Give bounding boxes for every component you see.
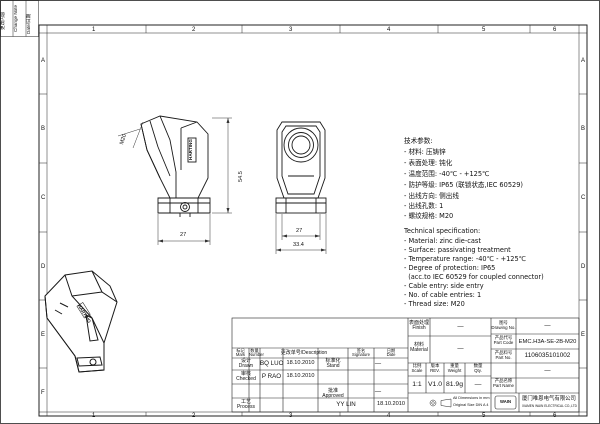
checked-date: 18.10.2010 <box>286 373 315 379</box>
zone-row-c: C <box>41 195 46 201</box>
spec-en-line: (acc.to IEC 60529 for coupled connector) <box>404 273 544 281</box>
zone-row-c-right: C <box>581 195 586 201</box>
label-stand: 标准化 Stand <box>325 358 341 370</box>
zone-col-1-bottom: 1 <box>92 413 96 419</box>
checked-by: P RAO <box>261 373 282 380</box>
zone-col-3: 3 <box>289 27 293 33</box>
side-view <box>140 115 211 217</box>
spec-en-line: - No. of cable entries: 1 <box>404 291 482 299</box>
zone-row-d-right: D <box>581 264 586 270</box>
label-qty: 数量 Qty. <box>473 363 483 373</box>
part-name-value: — <box>544 367 551 374</box>
zone-row-b: B <box>41 126 46 132</box>
hdr-change: 更改单号/Description <box>280 350 328 356</box>
zone-col-5: 5 <box>482 27 486 33</box>
drawn-by: BQ LUO <box>260 360 284 367</box>
approved-by: YY LIN <box>336 401 356 408</box>
spec-cn-line: 技术参数: <box>404 137 433 145</box>
zone-col-1: 1 <box>92 27 96 33</box>
spec-en-line: - Temperature range: -40℃ - +125℃ <box>404 255 527 263</box>
spec-cn-line: - 表面处理: 钝化 <box>404 159 453 167</box>
label-scale: 比例 Scale <box>411 363 423 373</box>
approved-date: 18.10.2010 <box>377 401 405 407</box>
label-part-name: 产品名称 Part Name <box>493 378 514 388</box>
zone-col-4-bottom: 4 <box>387 413 391 419</box>
revision-date: Date/日期 <box>26 13 31 34</box>
spec-cn-line: - 材料: 压铸锌 <box>404 148 446 156</box>
zone-col-2: 2 <box>192 27 196 33</box>
spec-en-line: - Material: zinc die-cast <box>404 237 481 245</box>
note-size: Original Size DIN A 4 <box>453 403 489 407</box>
logo-text: WAIN <box>500 399 511 404</box>
label-process: 工艺 Process <box>236 399 256 411</box>
spec-cn-line: - 螺纹规格: M20 <box>404 212 454 220</box>
label-part-no: 产品料号 Part No. <box>494 350 513 360</box>
hdr-number: 数量 Number <box>249 348 264 358</box>
spec-en-line: - Surface: passivating treatment <box>404 246 511 254</box>
zone-row-f: F <box>41 390 45 396</box>
spec-en-line: - Degree of protection: IP65 <box>404 264 496 272</box>
zone-row-e: E <box>41 332 46 338</box>
zone-col-6-bottom: 6 <box>553 413 557 419</box>
zone-row-a-right: A <box>581 58 586 64</box>
zone-col-6: 6 <box>553 27 557 33</box>
zone-col-3-bottom: 3 <box>289 413 293 419</box>
spec-en-line: - Thread size: M20 <box>404 300 465 308</box>
label-checked: 审核 Checked <box>236 371 256 383</box>
projection-symbol <box>429 398 452 408</box>
spec-cn-line: - 出线方向: 侧出线 <box>404 192 459 200</box>
label-drawing-no: 图号 Drawing No. <box>491 320 516 330</box>
dim-width-overall: 33.4 <box>293 242 304 248</box>
zone-col-4: 4 <box>387 27 391 33</box>
material-value: — <box>457 345 464 352</box>
drawn-date: 18.10.2010 <box>286 360 315 366</box>
revision-change-content: 更改内容 <box>0 11 5 30</box>
title-block-grid <box>231 317 580 413</box>
drawing-no-value: — <box>544 322 551 329</box>
zone-col-2-bottom: 2 <box>192 413 196 419</box>
rev-value: V1.0 <box>428 381 442 388</box>
label-part-code: 产品代号 Part Code <box>493 335 514 345</box>
approved-mid: — <box>374 388 382 395</box>
zone-row-e-right: E <box>581 332 586 338</box>
label-drawn: 设计 Drawn <box>238 358 254 370</box>
spec-cn-line: - 温度范围: -40℃ - +125℃ <box>404 170 490 178</box>
company-name-cn: 厦门唯恩电气有限公司 <box>522 396 576 402</box>
zone-row-b-right: B <box>581 126 586 132</box>
company-logo <box>494 395 517 410</box>
scale-value: 1:1 <box>412 381 422 388</box>
zone-col-5-bottom: 5 <box>482 413 486 419</box>
spec-en-line: Technical specification: <box>404 227 481 235</box>
spec-cn-line: - 防护等级: IP65 (联锁状态,IEC 60529) <box>404 181 523 189</box>
zone-row-a: A <box>41 58 46 64</box>
dim-width-side: 27 <box>180 232 187 238</box>
spec-cn-line: - 出线孔数: 1 <box>404 202 444 210</box>
isometric-view <box>44 270 118 373</box>
revision-change-note: Change Note <box>13 4 18 32</box>
part-code-value: EMC.H3A-SE-2B-M20 <box>518 339 577 345</box>
label-weight: 重量 Weight <box>447 363 462 373</box>
finish-value: — <box>457 323 464 330</box>
zone-row-d: D <box>41 264 46 270</box>
hdr-mark: 标记 Mark <box>235 348 246 358</box>
hdr-date: 日期 Date <box>386 348 396 358</box>
part-no-value: 1106035101002 <box>524 352 571 359</box>
dim-height: 54.5 <box>238 171 244 182</box>
stand-value: — <box>374 360 382 367</box>
company-name-en: XIAMEN WAIN ELECTRICAL CO.,LTD <box>522 404 577 408</box>
weight-value: 81.9g <box>445 381 463 388</box>
dim-width-front: 27 <box>296 228 303 234</box>
label-approved: 批准 Approved <box>322 388 344 400</box>
label-finish: 表面处理 Finish <box>408 320 429 332</box>
label-material: 材料 Material <box>410 342 428 354</box>
hdr-signature: 签名 Signature <box>352 348 370 358</box>
spec-en-line: - Cable entry: side entry <box>404 282 484 290</box>
label-rev: 版本 REV. <box>430 363 440 373</box>
note-dimensions: All Dimensions in mm <box>453 396 490 400</box>
part-marking: HARTING <box>188 139 193 160</box>
qty-value: — <box>474 381 482 388</box>
front-view <box>275 121 327 214</box>
